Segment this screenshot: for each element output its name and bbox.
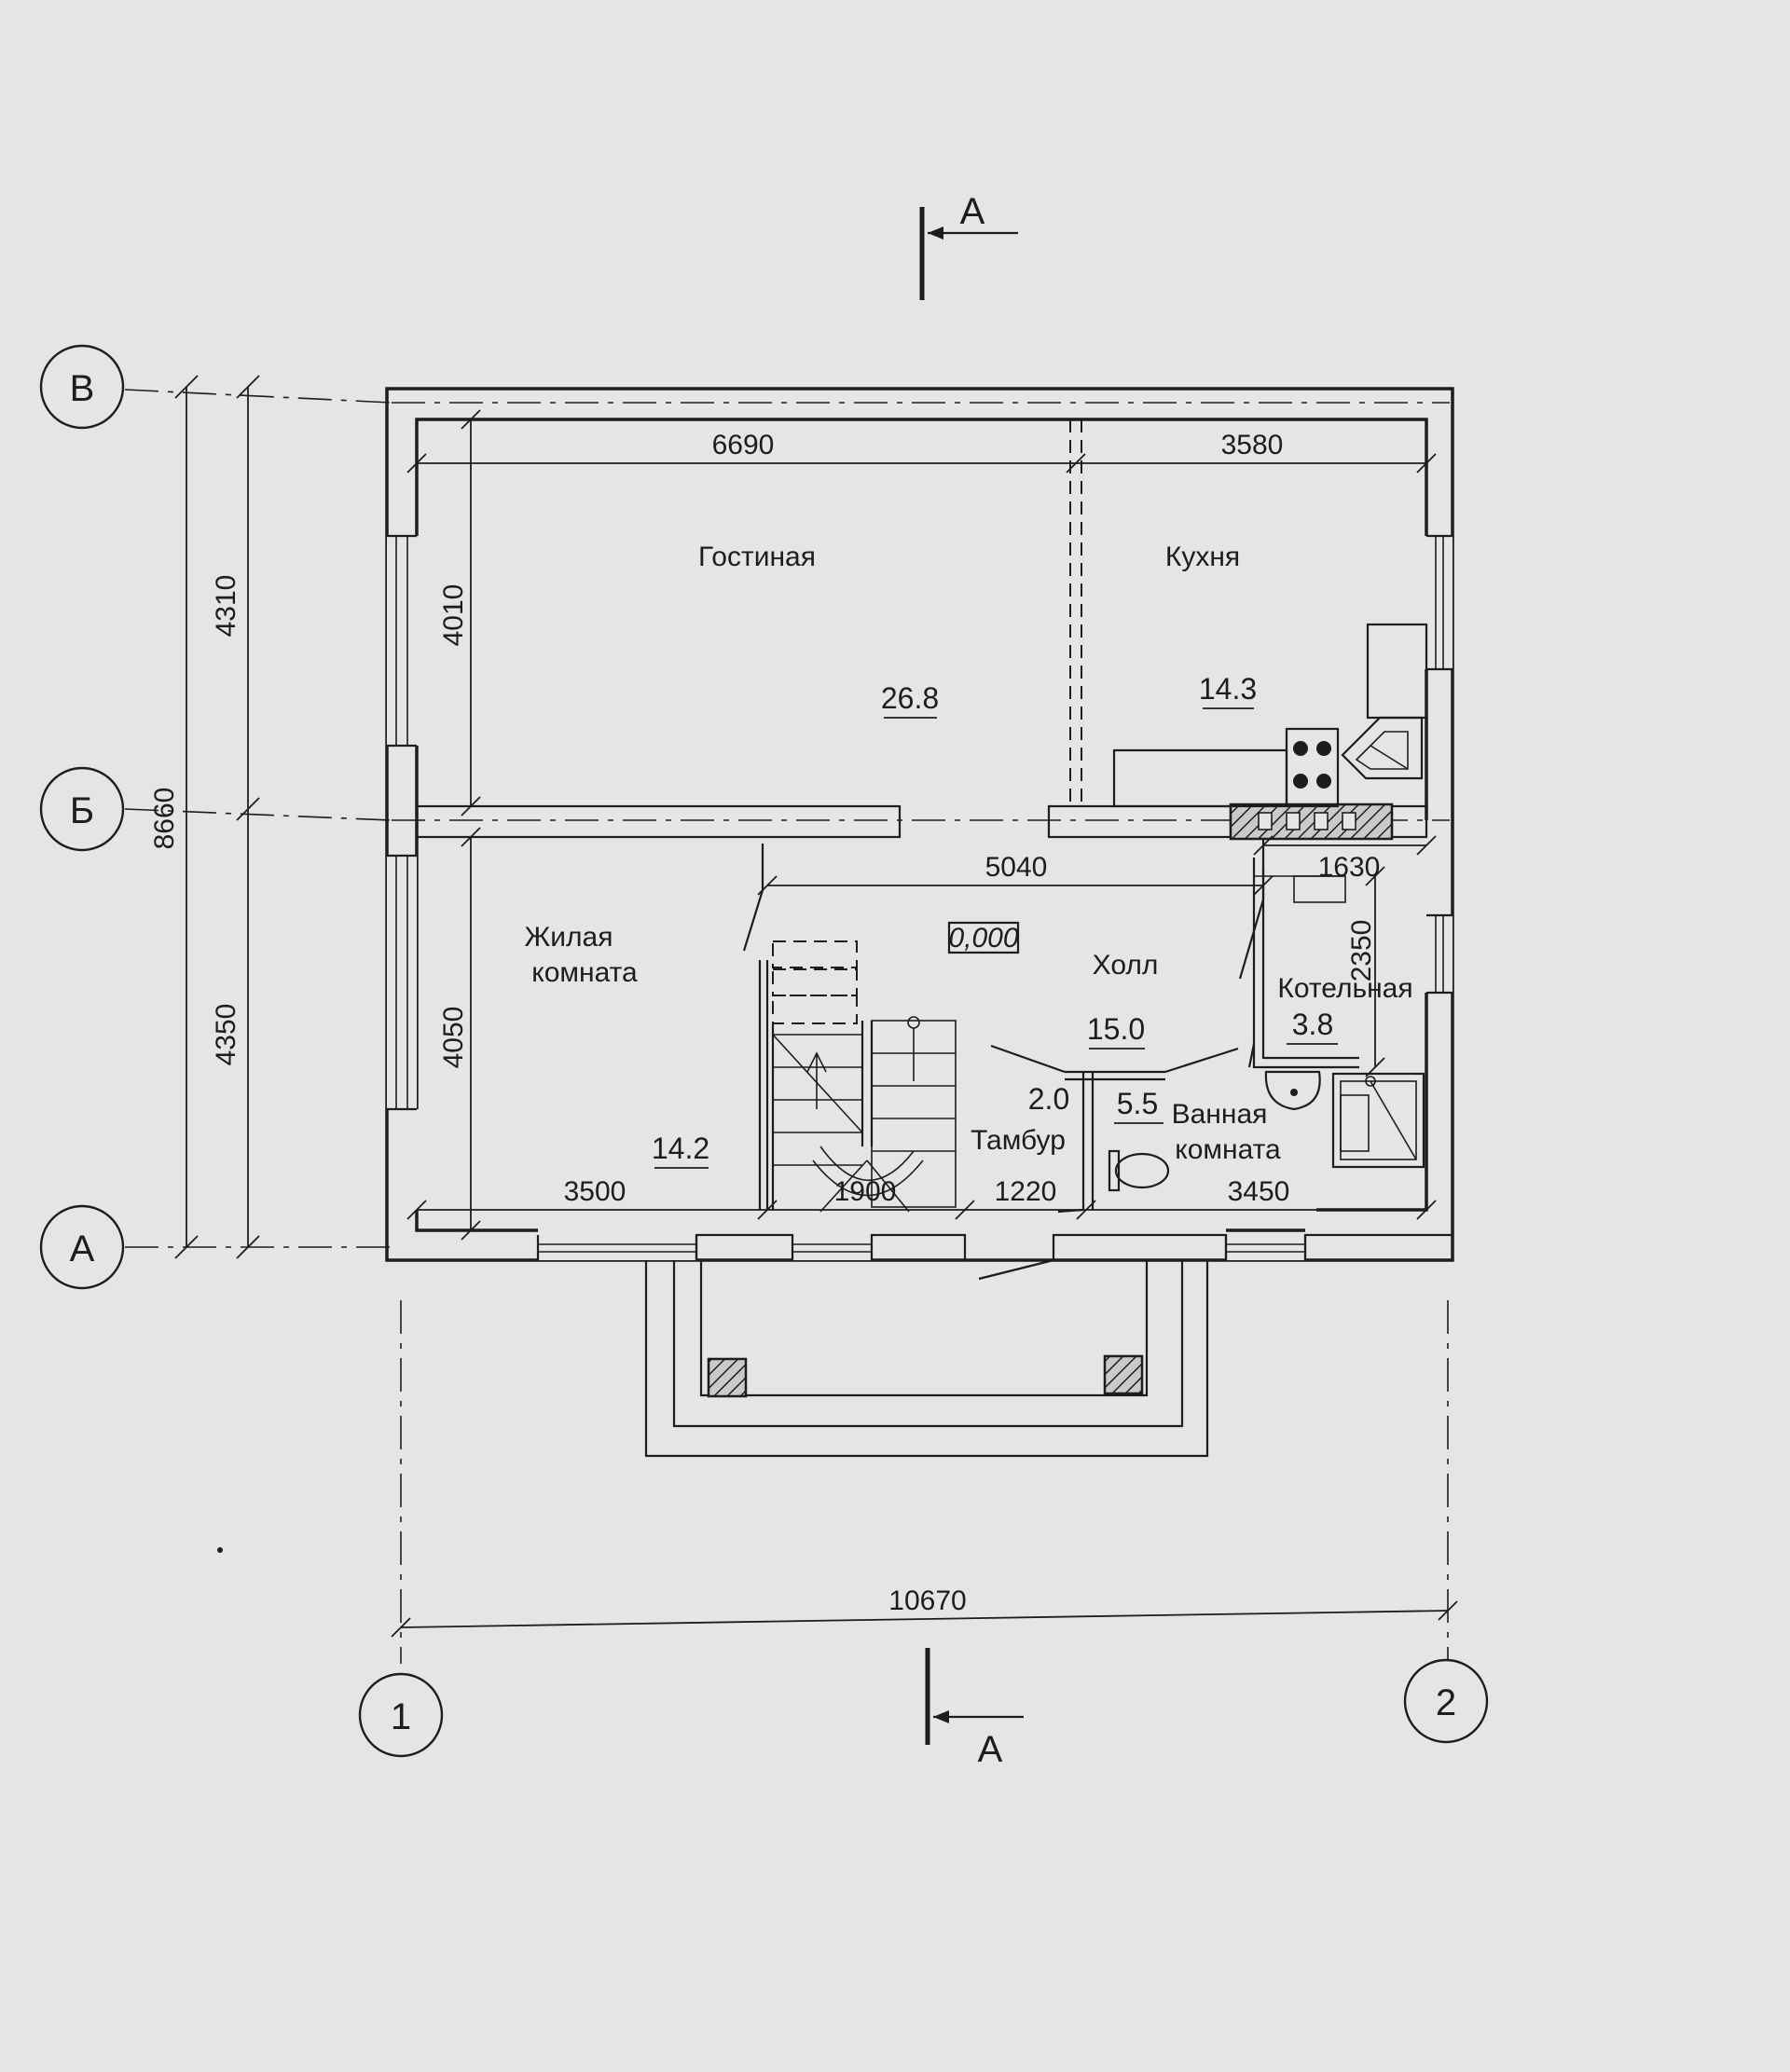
staircase [771,940,957,1213]
room-area: 5.5 [1117,1087,1158,1120]
left-dimension-chain: 4310 8660 4350 [149,375,260,1259]
porch [644,1260,1209,1458]
room-area: 3.8 [1292,1008,1333,1041]
dim-vestibule-width: 1220 [995,1176,1057,1207]
room-kotelnaya: Котельная 3.8 [1277,973,1413,1045]
axis-bubble-2: 2 [1403,1658,1489,1744]
dim-stair-width: 1900 [834,1176,897,1207]
doors [742,839,1265,1281]
section-label-bottom: А [978,1729,1003,1770]
room-kholl: Холл 15.0 [1087,950,1159,1050]
room-name: Кухня [1165,542,1240,572]
dim-boiler-width: 1630 [1318,852,1381,883]
dim-top-right: 3580 [1221,430,1284,460]
exterior-walls [385,387,1454,1262]
room-area: 15.0 [1087,1012,1145,1046]
room-name-line2: комната [1175,1134,1281,1165]
axis-label-2: 2 [1436,1682,1456,1723]
room-name: Котельная [1277,973,1412,1004]
room-name: Тамбур [971,1125,1066,1156]
axis-label-a: А [70,1228,95,1269]
level-mark: 0,000 [947,921,1020,954]
room-area: 14.3 [1199,672,1257,706]
axis-bubble-1: 1 [358,1672,444,1758]
dim-bath-width: 3450 [1228,1176,1290,1207]
room-name-line2: комната [531,957,638,988]
axis-bubble-b: Б [39,766,125,852]
axis-label-v: В [70,368,95,409]
dim-top-left: 6690 [712,430,775,460]
section-mark-bottom: А [925,1648,1024,1770]
interior-dimensions: 6690 3580 4010 4050 5040 1630 2350 35 [406,409,1437,1241]
axis-lines [124,389,1450,1664]
dim-living-lower: 4050 [438,1007,469,1069]
dim-living-upper: 4010 [438,584,469,647]
room-tambur: 2.0 Тамбур [971,1082,1069,1156]
bath-fixtures [1108,1070,1425,1192]
room-name-line1: Жилая [525,922,613,953]
room-area: 26.8 [881,681,939,715]
paper-speck [217,1547,223,1553]
room-kukhnya: Кухня 14.3 [1165,542,1257,709]
interior-walls [415,419,1428,1210]
dim-hall-width: 5040 [985,852,1048,883]
dim-bedroom-width: 3500 [564,1176,626,1207]
kitchen-equipment [1112,623,1428,808]
axis-label-b: Б [70,790,94,831]
overall-dimension: 10670 [391,1585,1458,1638]
room-gostinaya: Гостиная 26.8 [698,542,939,719]
axis-label-1: 1 [391,1696,411,1737]
section-label-top: А [960,191,985,232]
room-area: 2.0 [1028,1082,1069,1116]
dim-left-lower: 4350 [211,1004,241,1066]
section-mark-top: А [919,191,1018,300]
dim-overall-width: 10670 [888,1585,966,1616]
room-name: Гостиная [698,542,816,572]
axis-bubble-v: В [39,344,125,430]
dim-boiler-height: 2350 [1346,920,1377,982]
axis-bubble-a: А [39,1204,125,1290]
room-name-line1: Ванная [1172,1099,1268,1130]
level-mark-text: 0,000 [948,923,1018,954]
dim-left-total: 8660 [149,788,180,850]
room-zhilaya: Жилая комната 14.2 [525,922,709,1169]
room-vannaya: 5.5 Ванная комната [1114,1087,1281,1165]
room-area: 14.2 [652,1132,709,1165]
dim-left-upper: 4310 [211,575,241,638]
room-name: Холл [1093,950,1159,981]
